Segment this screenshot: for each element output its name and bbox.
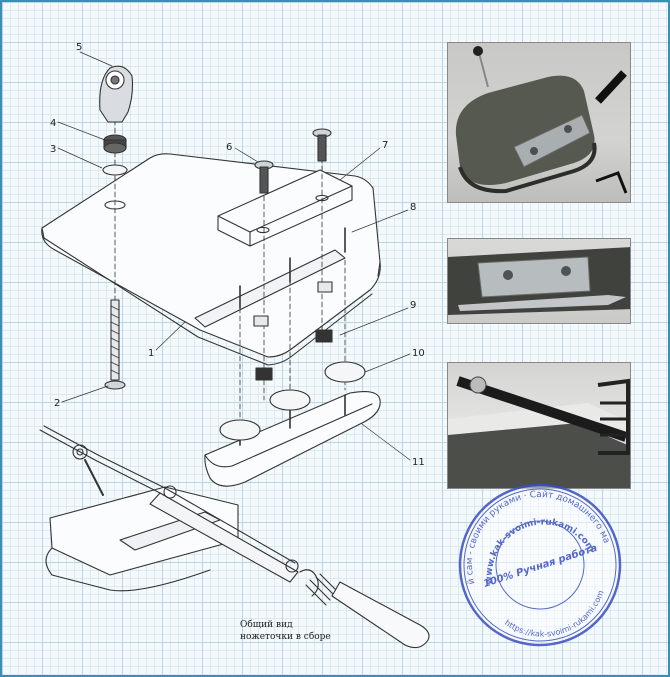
part-label-9: 9: [410, 300, 416, 311]
caption-line-2: ножеточки в сборе: [240, 632, 331, 642]
assembled-view: [39, 425, 430, 649]
leader-lines: [57, 51, 411, 461]
photo-knife-clamp: [447, 238, 631, 324]
caption-line-1: Общий вид: [240, 620, 293, 630]
photo-assembled-sharpener: [447, 42, 631, 203]
long-bolt: [104, 299, 126, 390]
part-label-5: 5: [76, 42, 82, 53]
part-label-8: 8: [410, 202, 416, 213]
part-label-2: 2: [54, 398, 60, 409]
washer: [102, 164, 128, 176]
part-label-1: 1: [148, 348, 154, 359]
rod-end: [99, 65, 134, 123]
part-label-6: 6: [226, 142, 232, 153]
screw-right: [312, 128, 332, 162]
part-labels: 5 4 3 6 7 8 1 2 9 10 11: [50, 42, 425, 468]
support-bar: [204, 391, 381, 487]
t-nuts: [253, 281, 333, 381]
assembly-caption: Общий вид ножеточки в сборе: [240, 619, 360, 643]
rosettes: [219, 361, 366, 441]
knurled-nut: [103, 134, 127, 154]
part-label-7: 7: [382, 140, 388, 151]
part-label-11: 11: [412, 457, 425, 468]
part-label-4: 4: [50, 118, 56, 129]
part-label-3: 3: [50, 144, 56, 155]
top-plate: [217, 169, 353, 247]
photo-sharpening-in-use: [447, 362, 631, 489]
screw-left: [254, 160, 274, 194]
part-label-10: 10: [412, 348, 425, 359]
